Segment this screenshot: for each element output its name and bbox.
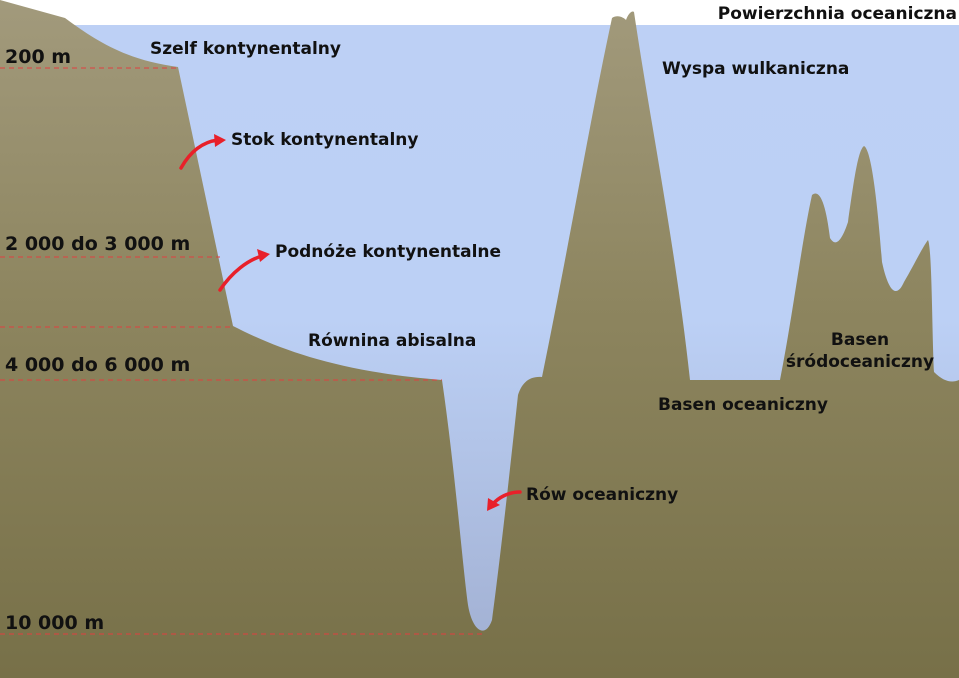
depth-label-200: 200 m [5,46,71,68]
surface-label: Powierzchnia oceaniczna [718,4,957,24]
depth-label-2000: 2 000 do 3 000 m [5,233,190,255]
depth-label-4000: 4 000 do 6 000 m [5,354,190,376]
arrow-slope [179,134,226,170]
label-continental-rise: Podnóże kontynentalne [275,242,501,262]
label-volcanic-island: Wyspa wulkaniczna [662,59,849,79]
label-ocean-basin: Basen oceaniczny [658,395,828,415]
label-mid-ocean-basin-line2: śródoceaniczny [786,352,934,372]
label-ocean-trench: Rów oceaniczny [526,485,678,505]
depth-label-10000: 10 000 m [5,612,104,634]
label-continental-slope: Stok kontynentalny [231,130,418,150]
arrow-trench [487,490,522,511]
label-abyssal-plain: Równina abisalna [308,331,476,351]
label-mid-ocean-basin-line1: Basen [831,330,889,350]
arrow-rise [218,249,270,292]
label-continental-shelf: Szelf kontynentalny [150,39,341,59]
